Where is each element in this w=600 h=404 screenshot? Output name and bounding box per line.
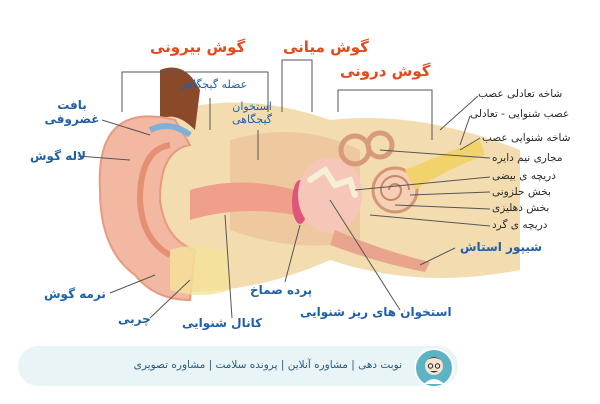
leader-vc-nerve <box>459 115 471 146</box>
doctor-avatar-icon <box>414 348 454 388</box>
label-oval-window: دریچه ی بیضی <box>492 170 556 182</box>
label-eustachian-tube: شیپور استاش <box>460 240 543 254</box>
ossicles-shape <box>307 165 358 198</box>
label-fat: چربی <box>118 312 151 326</box>
leader-round <box>369 214 491 227</box>
hair-shape <box>160 67 200 130</box>
label-cochlear-branch: شاخه شنوایی عصب <box>482 132 571 144</box>
leader-earlobe <box>109 274 156 294</box>
outer-ear-header: گوش بیرونی <box>150 38 246 56</box>
leader-cochlea <box>409 191 491 196</box>
label-auricle: لاله گوش <box>30 149 86 163</box>
label-auricular-muscle: عضله گیجگاهی <box>178 78 248 91</box>
leader-semicircular <box>379 149 491 159</box>
cochlea-spiral <box>379 175 410 201</box>
leader-lines <box>77 95 491 319</box>
eustachian-tube-shape <box>330 230 430 272</box>
ear-canal-shape <box>190 182 295 220</box>
inner-ear-header: گوش درونی <box>340 62 431 80</box>
fat-shape <box>170 246 230 295</box>
inner-ear-bracket <box>337 89 433 140</box>
leader-auricle <box>77 155 131 161</box>
label-round-window: دریچه ی گرد <box>492 219 548 231</box>
leader-cartilage <box>101 119 151 136</box>
leader-oval <box>354 176 491 191</box>
leader-eustachian <box>419 247 456 266</box>
outer-ear-bracket <box>121 71 269 112</box>
leader-vestibule <box>394 204 491 210</box>
label-cochlea: بخش حلزونی <box>492 186 551 198</box>
cartilage-shape <box>148 123 192 138</box>
leader-vest-branch <box>439 95 479 131</box>
middle-ear-header: گوش میانی <box>283 38 369 56</box>
leader-ossicles <box>329 199 401 311</box>
label-vestibulocochlear-nerve: عصب شنوایی - تعادلی <box>470 108 570 120</box>
label-vestibule: بخش دهلیزی <box>492 202 550 214</box>
nerve-shape <box>405 140 485 190</box>
footer-text[interactable]: نوبت دهی | مشاوره آنلاین | پرونده سلامت … <box>133 359 402 371</box>
label-ear-canal: کانال شنوایی <box>182 316 263 330</box>
semicircular-canal-shape-2 <box>365 130 395 160</box>
cochlea-shape <box>371 166 419 214</box>
label-eardrum: پرده صماخ <box>250 283 313 297</box>
auricle-fold <box>136 142 172 258</box>
label-earlobe: نرمه گوش <box>44 287 106 301</box>
leader-fat <box>149 279 191 319</box>
leader-coch-branch <box>459 137 481 151</box>
label-semicircular-canals: مجاری نیم دایره <box>492 152 563 164</box>
leader-eardrum <box>284 224 301 283</box>
label-cartilage-tissue: بافت غضروفی <box>44 98 100 126</box>
doctor-avatar-svg <box>424 357 444 384</box>
label-temporal-bone: استخوان گیجگاهی <box>231 100 273 126</box>
label-vestibular-branch: شاخه تعادلی عصب <box>478 88 563 100</box>
footer-bar: نوبت دهی | مشاوره آنلاین | پرونده سلامت … <box>18 346 458 388</box>
label-ossicles: استخوان های ریز شنوایی <box>300 305 452 319</box>
header-brackets <box>121 59 433 140</box>
middle-ear-bracket <box>281 59 313 112</box>
leader-canal <box>224 214 233 319</box>
